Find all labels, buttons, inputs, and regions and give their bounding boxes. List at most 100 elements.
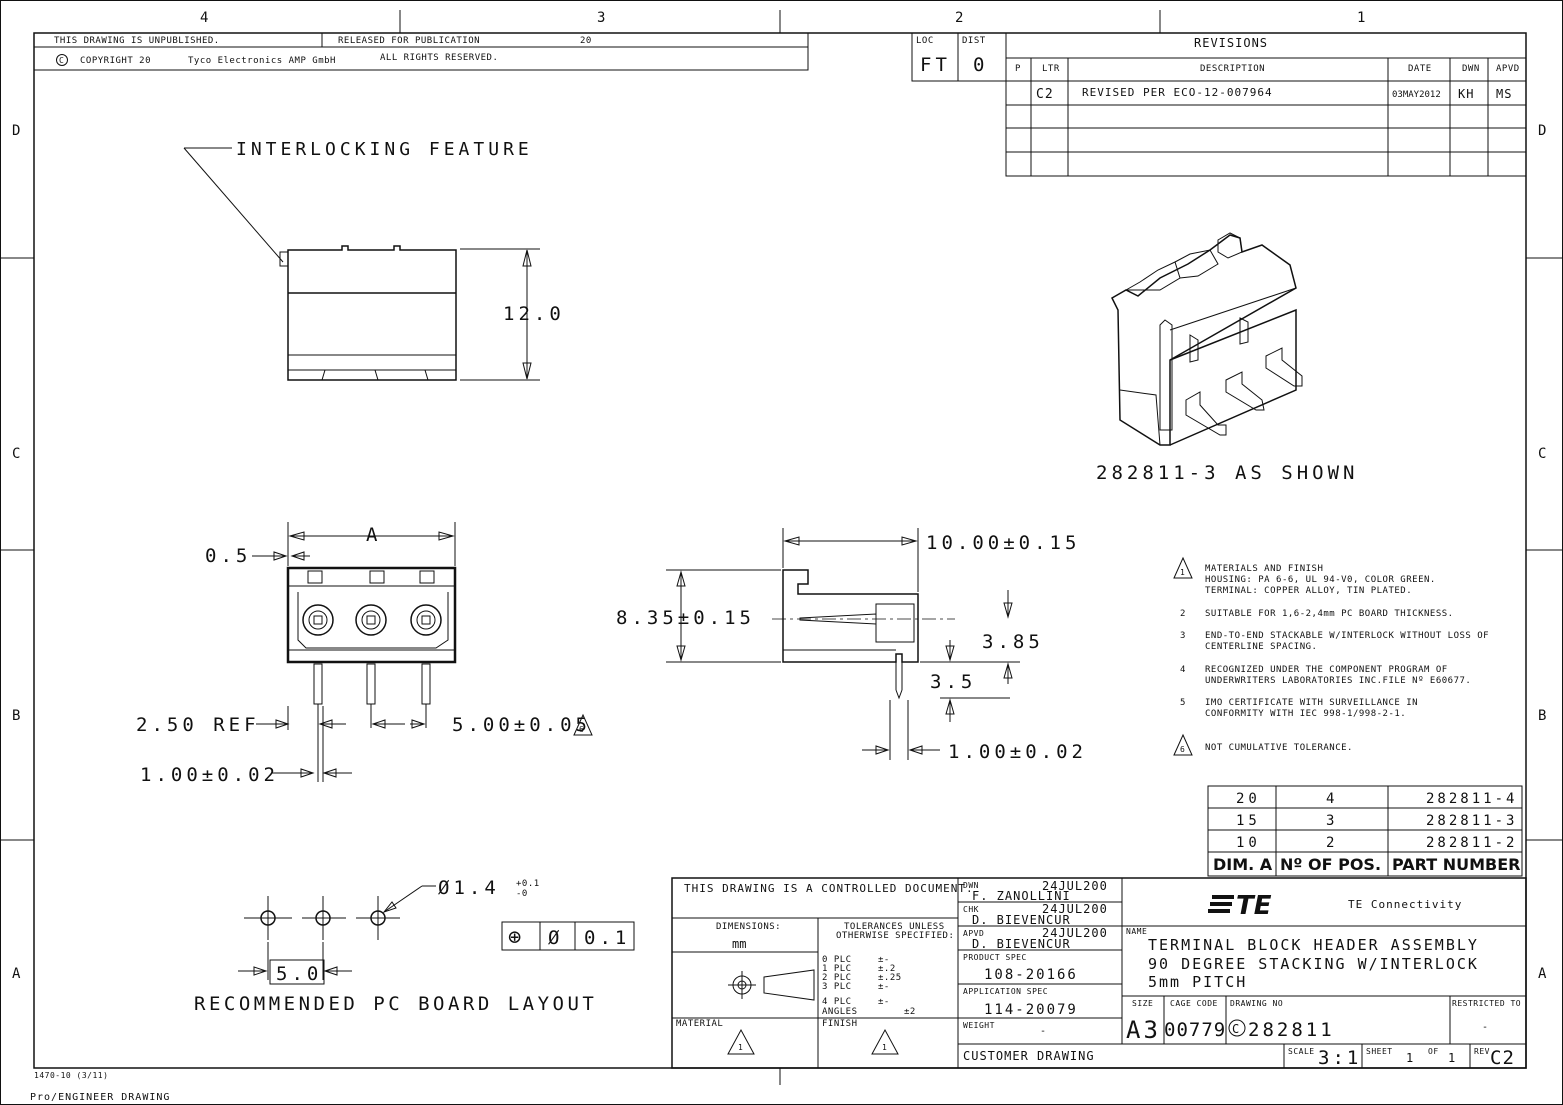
top-view: INTERLOCKING FEATURE 12.0	[183, 139, 565, 381]
finish-note-triangle-icon	[871, 1028, 899, 1055]
dim-05: 0.5	[205, 545, 251, 567]
tolerances-label1: TOLERANCES UNLESS	[844, 922, 945, 932]
zone-row-d-right: D	[1538, 123, 1549, 139]
tol-plc-3: 3 PLC	[822, 982, 852, 992]
cage-label: CAGE CODE	[1170, 999, 1218, 1008]
zone-row-b-right: B	[1538, 708, 1549, 724]
rev-description: REVISED PER ECO-12-007964	[1082, 86, 1273, 99]
position-tol-icon: ⊕	[508, 925, 521, 950]
apvd-name: D. BIEVENCUR	[972, 937, 1071, 951]
note5-num: 5	[1180, 698, 1186, 708]
tol-plc-4: 4 PLC	[822, 997, 852, 1007]
zone-col-2: 2	[955, 10, 966, 26]
interlocking-label: INTERLOCKING FEATURE	[236, 139, 533, 160]
form-number: 1470-10 (3/11)	[34, 1071, 108, 1080]
software-label: Pro/ENGINEER DRAWING	[30, 1092, 170, 1103]
zone-col-3: 3	[597, 10, 608, 26]
zone-col-4: 4	[200, 10, 211, 26]
tol-val-2: ±.25	[878, 973, 902, 983]
size-label: SIZE	[1132, 999, 1153, 1008]
finish-label: FINISH	[822, 1019, 858, 1029]
as-shown-label: 282811-3 AS SHOWN	[1096, 462, 1358, 484]
front-view: A 0.5 2.50 REF	[136, 522, 593, 786]
screw-2	[355, 604, 387, 636]
dwn-name: F. ZANOLLINI	[972, 889, 1071, 903]
zone-row-a-left: A	[12, 966, 23, 982]
dim-10: 10.00±0.15	[926, 532, 1080, 554]
revisions-title: REVISIONS	[1194, 36, 1268, 50]
note1-num: 1	[1180, 568, 1185, 577]
weight-label: WEIGHT	[963, 1021, 995, 1030]
dim-pin-side: 1.00±0.02	[948, 741, 1087, 763]
cage-value: 00779	[1164, 1019, 1226, 1041]
row1-part: 282811-4	[1426, 791, 1517, 807]
product-spec: 108-20166	[984, 967, 1078, 983]
dimensions-unit: mm	[732, 937, 746, 951]
dim-250ref: 2.50 REF	[136, 714, 260, 736]
isometric-view: 282811-3 AS SHOWN	[1096, 232, 1358, 484]
row1-dim: 20	[1236, 791, 1261, 807]
position-tol-dia: Ø	[548, 927, 563, 949]
title-line3: 5mm PITCH	[1148, 973, 1247, 991]
header-pos: Nº OF POS.	[1280, 855, 1381, 874]
dwg-c-icon	[1228, 1019, 1246, 1037]
rev-header-dwn: DWN	[1462, 64, 1480, 74]
note5-line1: IMO CERTIFICATE WITH SURVEILLANCE IN	[1205, 698, 1418, 708]
dwg-label: DRAWING NO	[1230, 999, 1283, 1008]
pc-board-layout: Ø1.4 +0.1 -0 ⊕ Ø 0.1 5.0 RECOMMENDED PC …	[194, 877, 635, 1015]
row2-part: 282811-3	[1426, 813, 1517, 829]
row3-pos: 2	[1326, 835, 1337, 851]
material-note-triangle-icon	[727, 1028, 755, 1055]
note6-triangle-icon	[573, 713, 593, 736]
tol-val-0: ±-	[878, 955, 890, 965]
application-spec-label: APPLICATION SPEC	[963, 987, 1048, 996]
row3-part: 282811-2	[1426, 835, 1517, 851]
dim-pin: 1.00±0.02	[140, 764, 279, 786]
header-part: PART NUMBER	[1392, 855, 1520, 874]
controlled-text: THIS DRAWING IS A CONTROLLED DOCUMENT.	[684, 882, 974, 895]
tol-val-4: ±-	[878, 997, 890, 1007]
tol-plc-2: 2 PLC	[822, 973, 852, 983]
company-name: TE Connectivity	[1348, 898, 1462, 911]
row2-pos: 3	[1326, 813, 1337, 829]
chk-date: 24JUL200	[1042, 902, 1108, 916]
screw-1	[302, 604, 334, 636]
note1-triangle-icon	[1173, 556, 1193, 579]
screw-3	[410, 604, 442, 636]
title-line1: TERMINAL BLOCK HEADER ASSEMBLY	[1148, 936, 1479, 954]
row3-dim: 10	[1236, 835, 1261, 851]
te-logo-icon: TE	[1208, 891, 1272, 921]
rights-text: ALL RIGHTS RESERVED.	[380, 53, 498, 63]
material-note-num: 1	[738, 1043, 743, 1052]
position-tol-value: 0.1	[584, 927, 630, 949]
apvd-date: 24JUL200	[1042, 926, 1108, 940]
rev-ltr: C2	[1036, 87, 1054, 102]
released-year: 20	[580, 36, 592, 46]
dim-35: 3.5	[930, 671, 976, 693]
apvd-label: APVD	[963, 929, 984, 938]
board-layout-label: RECOMMENDED PC BOARD LAYOUT	[194, 993, 597, 1015]
rev-header-date: DATE	[1408, 64, 1432, 74]
restricted-value: -	[1482, 1022, 1489, 1033]
sheet-value: 1	[1406, 1051, 1414, 1065]
zone-row-c-right: C	[1538, 446, 1549, 462]
tol-val-angles: ±2	[904, 1007, 916, 1017]
tol-plc-angles: ANGLES	[822, 1007, 858, 1017]
note1-line3: TERMINAL: COPPER ALLOY, TIN PLATED.	[1205, 586, 1412, 596]
side-view: 10.00±0.15 8.35±0.15 3.85 3.5 1.00±0.02	[616, 528, 1087, 763]
material-label: MATERIAL	[676, 1019, 723, 1029]
hole-dia: Ø1.4	[438, 877, 500, 899]
header-dim-a: DIM. A	[1213, 855, 1273, 874]
scale-label: SCALE	[1288, 1047, 1315, 1056]
dim-height: 12.0	[503, 303, 565, 325]
row1-pos: 4	[1326, 791, 1337, 807]
note3-line1: END-TO-END STACKABLE W/INTERLOCK WITHOUT…	[1205, 631, 1489, 641]
of-value: 1	[1448, 1051, 1456, 1065]
board-pitch: 5.0	[276, 963, 322, 985]
svg-text:C: C	[59, 56, 64, 65]
note1-line1: MATERIALS AND FINISH	[1205, 564, 1323, 574]
row2-dim: 15	[1236, 813, 1261, 829]
dist-value: 0	[973, 54, 988, 76]
revisions-table: REVISIONS P LTR DESCRIPTION DATE DWN APV…	[1005, 32, 1527, 177]
